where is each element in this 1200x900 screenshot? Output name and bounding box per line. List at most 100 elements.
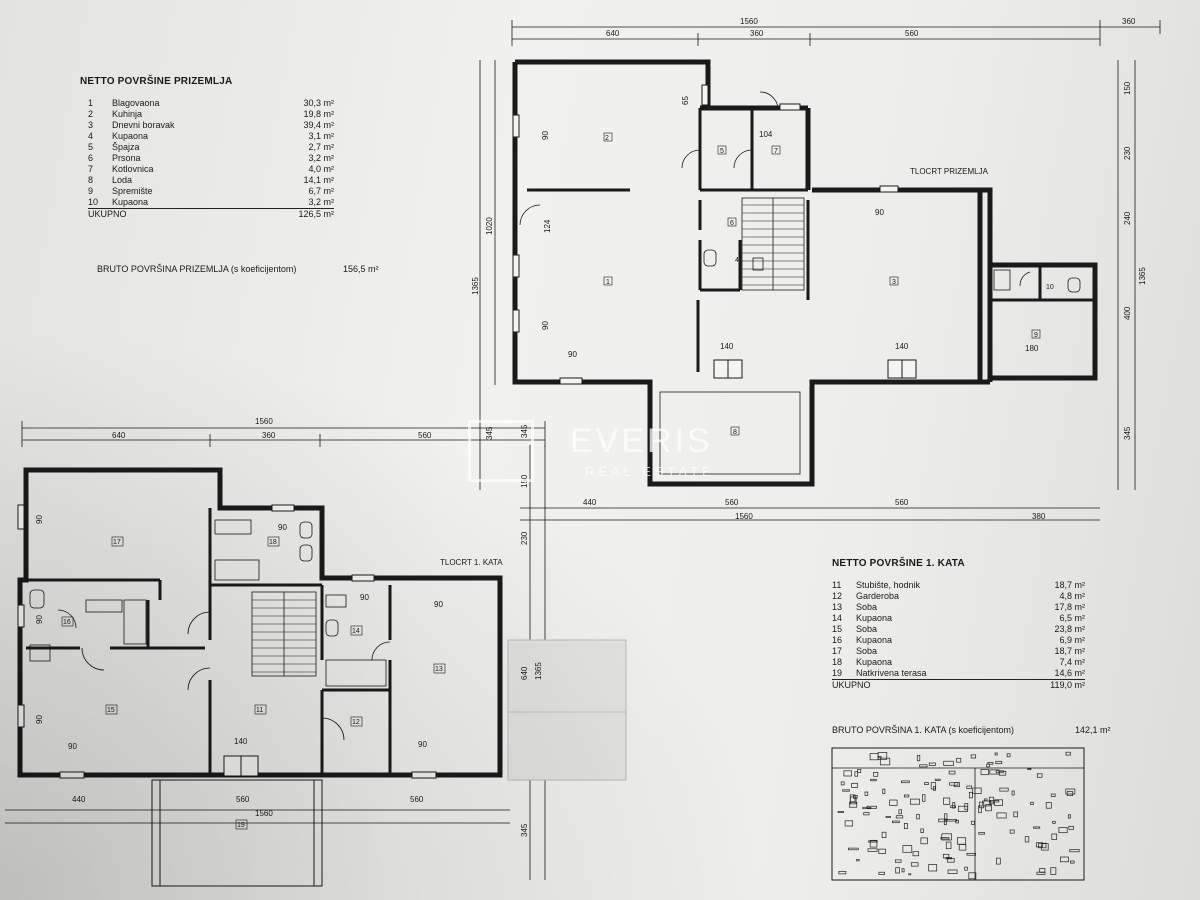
stamp-mark [894, 859, 902, 863]
room-name: Špajza [112, 142, 140, 152]
room-number: 5 [88, 142, 94, 152]
stamp-mark [898, 809, 902, 815]
ff-room-labels: 17 18 16 15 11 14 13 12 19 [61, 536, 446, 830]
stamp-mark [934, 778, 941, 781]
svg-text:640: 640 [606, 29, 620, 38]
svg-text:1: 1 [606, 279, 610, 286]
svg-text:12: 12 [352, 719, 360, 726]
stamp-mark [838, 871, 847, 875]
stamp-mark [889, 799, 898, 806]
first-floor-table-title: NETTO POVRŠINE 1. KATA [832, 558, 965, 569]
svg-text:10: 10 [1046, 284, 1054, 291]
gf-vertical-dimension-labels: 1365 1020 345 150 230 240 400 345 1365 1… [471, 81, 1147, 440]
gf-fixtures [703, 249, 1081, 293]
svg-text:560: 560 [236, 795, 250, 804]
room-number: 18 [832, 657, 843, 667]
svg-text:560: 560 [725, 498, 739, 507]
stamp-mark [1009, 829, 1015, 834]
svg-text:640: 640 [520, 666, 529, 680]
svg-text:560: 560 [418, 431, 432, 440]
room-number: 13 [832, 602, 843, 612]
room-number: 14 [832, 613, 843, 623]
ff-inner-walls [26, 508, 392, 775]
stamp-mark [985, 804, 992, 812]
svg-text:150: 150 [1123, 81, 1132, 95]
svg-text:380: 380 [1032, 512, 1046, 521]
svg-text:1020: 1020 [485, 217, 494, 235]
stamp-mark [840, 781, 845, 786]
room-name: Soba [856, 602, 878, 612]
stamp-mark [968, 872, 977, 880]
stamp-mark [940, 837, 950, 840]
room-area: 6,9 m² [1059, 635, 1085, 645]
stamp-mark [1058, 827, 1068, 834]
stamp-mark [943, 760, 954, 766]
stamp-mark [1045, 802, 1052, 809]
stamp-mark [895, 815, 904, 819]
stamp-mark [1035, 842, 1043, 848]
svg-text:230: 230 [520, 531, 529, 545]
stamp-mark [1011, 790, 1015, 796]
stamp-mark [957, 837, 967, 845]
gf-windows [512, 84, 899, 385]
stamp-mark [863, 812, 870, 816]
room-number: 6 [88, 153, 94, 163]
room-number: 3 [88, 120, 94, 130]
room-area: 7,4 m² [1059, 657, 1085, 667]
room-area: 14,1 m² [303, 175, 334, 185]
stamp-mark [878, 871, 885, 875]
svg-text:1560: 1560 [255, 417, 273, 426]
stamp-mark [947, 869, 958, 874]
stamp-mark [856, 859, 860, 862]
room-name: Stubište, hodnik [856, 580, 921, 590]
ground-floor-table-title: NETTO POVRŠINE PRIZEMLJA [80, 76, 233, 87]
stamp-mark [928, 762, 936, 766]
svg-text:1365: 1365 [471, 277, 480, 295]
stamp-mark [892, 820, 900, 824]
stamp-mark [1006, 753, 1011, 758]
room-number: 4 [88, 131, 94, 141]
ground-floor-plan [479, 20, 1161, 521]
gf-room-labels: 2 1 3 5 7 6 8 9 10 4 [603, 132, 1054, 436]
svg-text:90: 90 [35, 615, 44, 624]
first-floor-gross-label: BRUTO POVRŠINA 1. KATA (s koeficijentom) [832, 725, 1015, 735]
stamp-mark [869, 753, 879, 761]
svg-text:2: 2 [605, 135, 609, 142]
stamp-mark [933, 786, 936, 791]
stamp-mark [996, 812, 1007, 819]
ff-stairs [251, 591, 317, 677]
room-name: Soba [856, 646, 878, 656]
title-block [831, 747, 1085, 881]
room-area: 39,4 m² [303, 120, 334, 130]
stamp-mark [984, 798, 988, 802]
first-floor-gross-value: 142,1 m² [1075, 725, 1111, 735]
stamp-mark [958, 844, 967, 851]
svg-text:560: 560 [905, 29, 919, 38]
title-block-stamp [837, 751, 1080, 880]
stamp-mark [854, 771, 859, 777]
total-label: UKUPNO [88, 208, 254, 220]
stamp-mark [912, 851, 920, 857]
stamp-mark [948, 770, 956, 775]
stamp-mark [867, 848, 878, 852]
stamp-mark [955, 820, 959, 824]
svg-text:1560: 1560 [735, 512, 753, 521]
svg-text:140: 140 [720, 342, 734, 351]
ff-dimension-top [21, 421, 546, 447]
stamp-mark [1065, 788, 1076, 795]
gf-outer-walls [512, 59, 1098, 487]
room-name: Kotlovnica [112, 164, 154, 174]
svg-text:360: 360 [1122, 17, 1136, 26]
room-area: 17,8 m² [1054, 602, 1085, 612]
svg-text:345: 345 [520, 424, 529, 438]
room-name: Garderoba [856, 591, 900, 601]
